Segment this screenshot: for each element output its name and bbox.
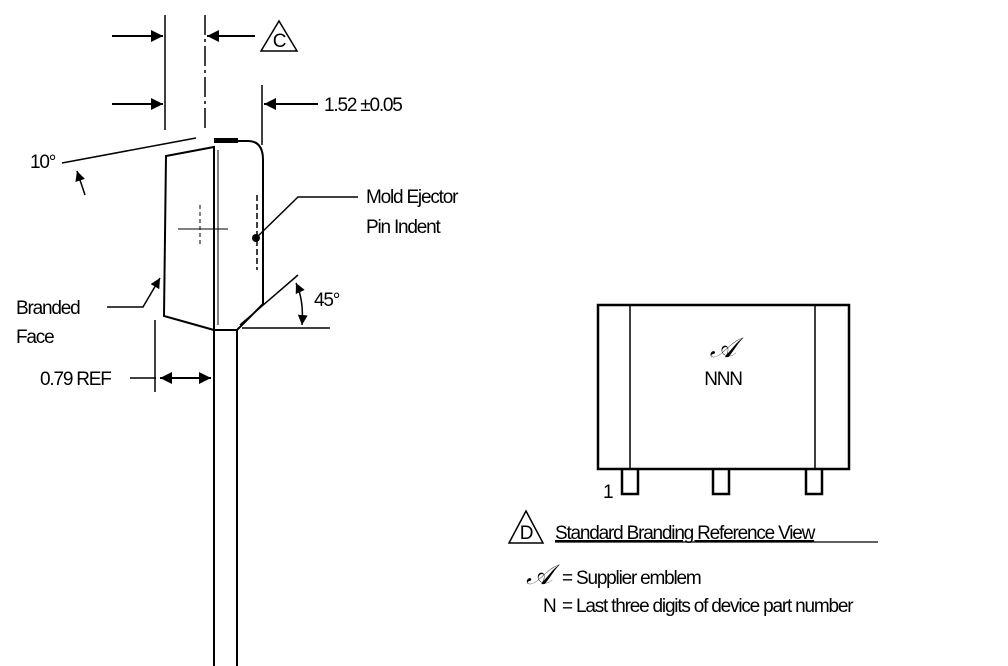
gate-nub [214, 138, 238, 143]
angle-10-arrow [75, 170, 86, 196]
side-view [61, 15, 358, 666]
callout-c: C [259, 19, 299, 52]
branded-face-line1: Branded [16, 298, 80, 319]
lead-pin-1 [620, 469, 640, 496]
pin-1-label: 1 [603, 482, 613, 503]
legend-n-text: = Last three digits of device part numbe… [562, 596, 854, 617]
front-view [596, 303, 851, 496]
legend: 𝒜 = Supplier emblem N = Last three digit… [526, 559, 855, 617]
package-body [162, 145, 215, 332]
ejector-leader [255, 196, 358, 239]
legend-emblem-text: = Supplier emblem [562, 568, 701, 589]
angle-10-label: 10° [30, 152, 56, 173]
package-outline [596, 303, 851, 471]
supplier-emblem: 𝒜 [710, 332, 744, 363]
caption: D Standard Branding Reference View [507, 509, 878, 544]
angle-45-label: 45° [314, 290, 340, 311]
callout-c-label: C [273, 31, 286, 52]
angle-45-arc [295, 282, 308, 326]
caption-title: Standard Branding Reference View [555, 523, 816, 544]
thickness-dimension: 1.52 ±0.05 [324, 95, 402, 116]
ref-dimension-label: 0.79 REF [40, 369, 111, 390]
branded-face-line2: Face [16, 327, 54, 348]
lead-pin-3 [804, 469, 824, 496]
legend-n-symbol: N [543, 596, 556, 617]
callout-c-triangle [259, 19, 299, 52]
ejector-label-line1: Mold Ejector [366, 187, 459, 208]
ejector-label-line2: Pin Indent [366, 217, 441, 238]
branded-face-leader [107, 277, 161, 308]
part-code: NNN [704, 369, 742, 390]
lead-pin-2 [711, 469, 731, 496]
legend-emblem-symbol: 𝒜 [526, 559, 560, 590]
callout-d-triangle [507, 509, 545, 544]
package-body-back [214, 140, 264, 331]
callout-d-label: D [520, 523, 533, 544]
angle-45-reference [239, 274, 299, 326]
angle-reference-line [61, 137, 197, 164]
